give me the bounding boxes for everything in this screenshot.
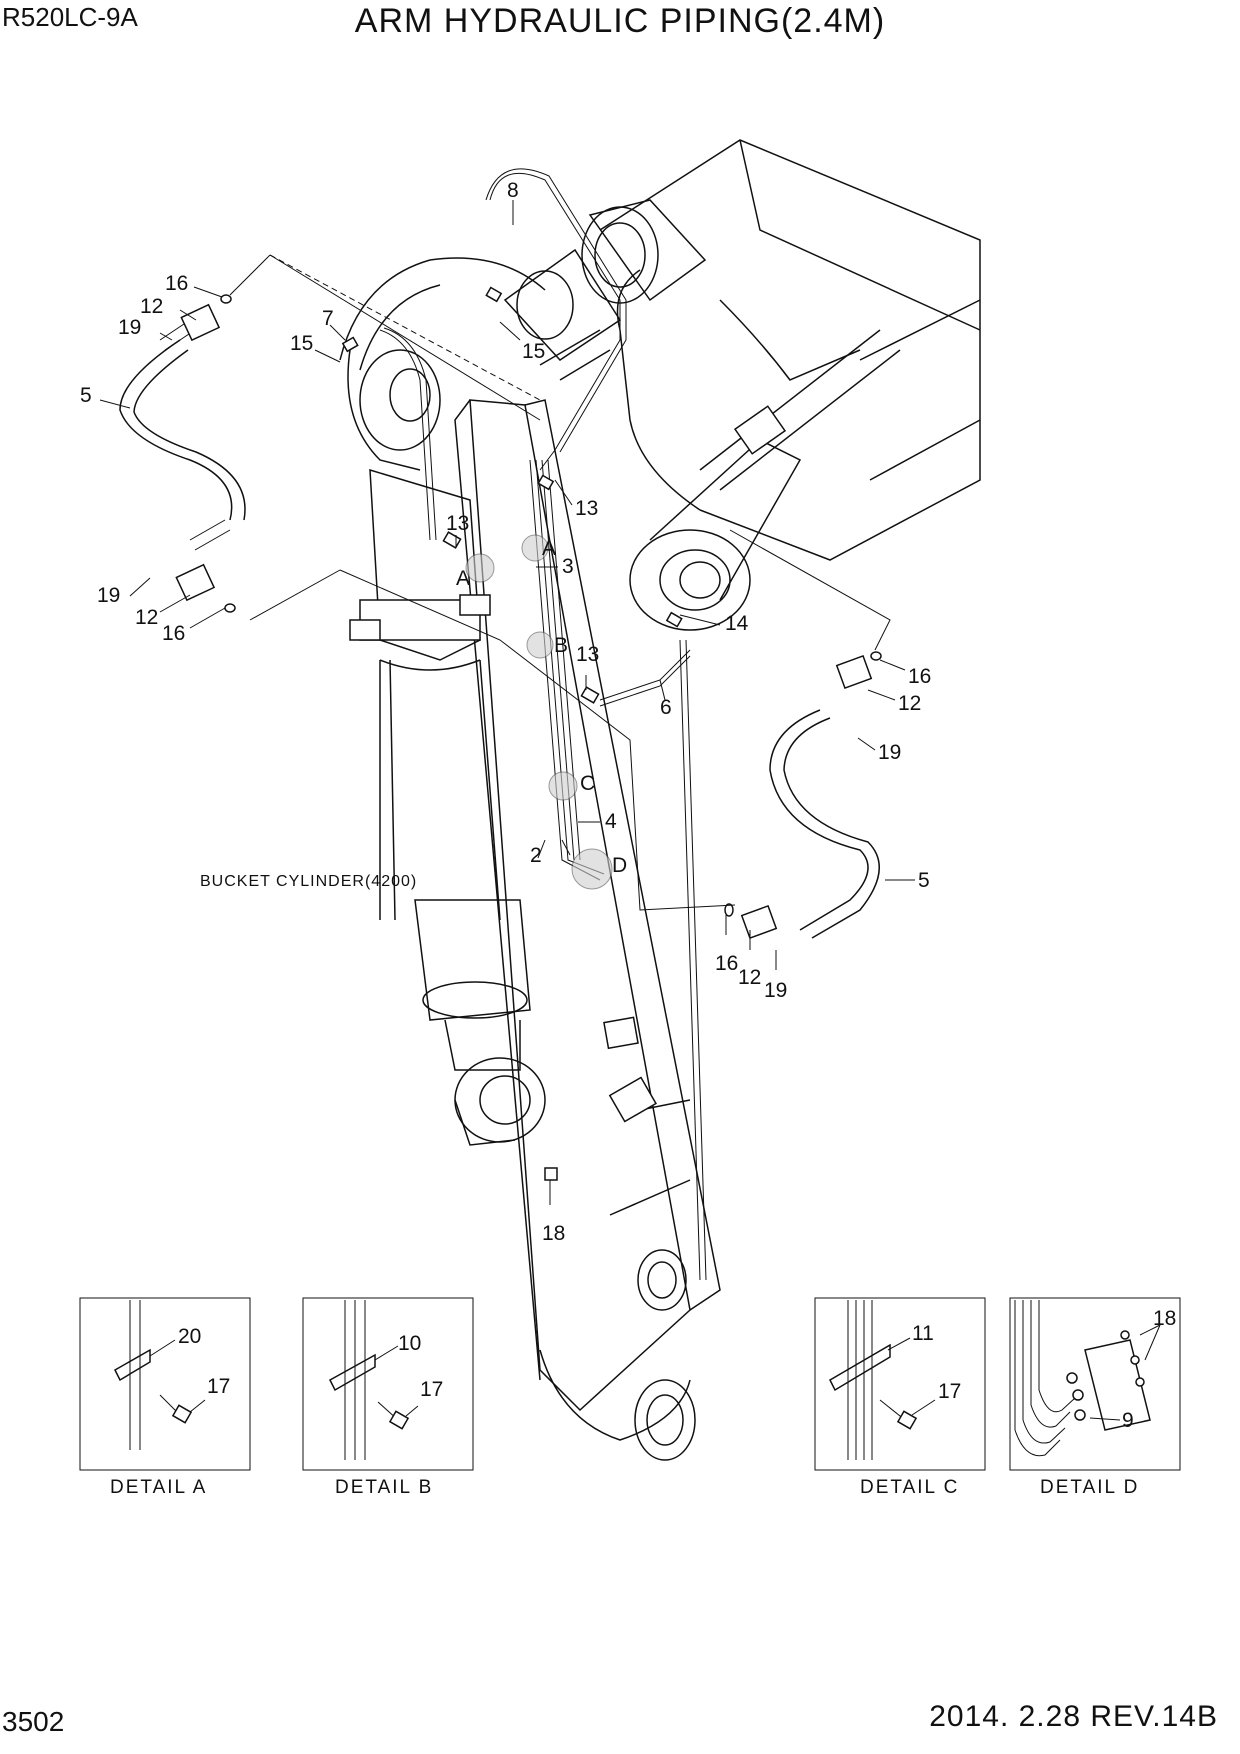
- callout-label: C: [580, 772, 595, 795]
- callout-label: 18: [542, 1222, 565, 1245]
- callout-label: A: [456, 567, 470, 590]
- detail-d-part-2: 9: [1122, 1409, 1134, 1432]
- callout-label: 19: [118, 316, 141, 339]
- callouts: 16 12 19 5 19 12 16 8 7 15 15 13 13 A A …: [80, 179, 931, 1245]
- detail-d-label: DETAIL D: [1040, 1477, 1139, 1498]
- bucket-cylinder-note: BUCKET CYLINDER(4200): [200, 873, 417, 890]
- callout-label: A: [542, 537, 556, 560]
- callout-label: 14: [725, 612, 749, 635]
- page-number: 3502: [2, 1706, 65, 1737]
- callout-label: 15: [522, 340, 545, 363]
- pipes: [379, 168, 707, 1281]
- detail-c-part-2: 17: [938, 1380, 961, 1403]
- detail-a-part-1: 20: [178, 1325, 201, 1348]
- callout-label: 15: [290, 332, 313, 355]
- detail-c-label: DETAIL C: [860, 1477, 959, 1498]
- page-title: ARM HYDRAULIC PIPING(2.4M): [354, 2, 886, 40]
- callout-label: 16: [908, 665, 931, 688]
- detail-d-part-1: 18: [1153, 1307, 1176, 1330]
- callout-label: 16: [715, 952, 738, 975]
- detail-a: 20 17 DETAIL A: [79, 1297, 251, 1498]
- leader-lines: [99, 200, 915, 1205]
- callout-label: 12: [738, 966, 761, 989]
- callout-label: 3: [562, 555, 574, 578]
- callout-label: D: [612, 854, 627, 877]
- detail-c: 11 17 DETAIL C: [814, 1297, 986, 1498]
- callout-label: 4: [605, 810, 617, 833]
- detail-a-label: DETAIL A: [110, 1477, 207, 1498]
- callout-label: 13: [575, 497, 598, 520]
- callout-label: 16: [165, 272, 188, 295]
- detail-b: 10 17 DETAIL B: [302, 1297, 474, 1498]
- callout-label: 19: [764, 979, 787, 1002]
- detail-c-part-1: 11: [912, 1322, 934, 1345]
- callout-label: 16: [162, 622, 185, 645]
- detail-b-part-1: 10: [398, 1332, 421, 1355]
- detail-d: 18 9 DETAIL D: [1009, 1297, 1181, 1498]
- callout-label: 13: [576, 643, 599, 666]
- hose-left: [119, 294, 246, 613]
- detail-b-part-2: 17: [420, 1378, 443, 1401]
- arm-structure: [339, 139, 981, 1461]
- callout-label: 19: [97, 584, 120, 607]
- callout-label: 7: [322, 307, 334, 330]
- callout-label: 19: [878, 741, 901, 764]
- hose-right: [724, 651, 882, 940]
- callout-label: 12: [898, 692, 921, 715]
- callout-label: 6: [660, 696, 672, 719]
- callout-label: 5: [80, 384, 92, 407]
- callout-label: B: [554, 634, 568, 657]
- model-code: R520LC-9A: [2, 2, 138, 32]
- detail-a-part-2: 17: [207, 1375, 230, 1398]
- callout-label: 13: [446, 512, 469, 535]
- callout-label: 12: [140, 295, 163, 318]
- callout-label: 5: [918, 869, 930, 892]
- detail-b-label: DETAIL B: [335, 1477, 433, 1498]
- callout-label: 8: [507, 179, 519, 202]
- revision-date: 2014. 2.28 REV.14B: [929, 1700, 1218, 1733]
- callout-label: 2: [530, 844, 542, 867]
- callout-label: 12: [135, 606, 158, 629]
- bucket-cylinder: [349, 468, 546, 1146]
